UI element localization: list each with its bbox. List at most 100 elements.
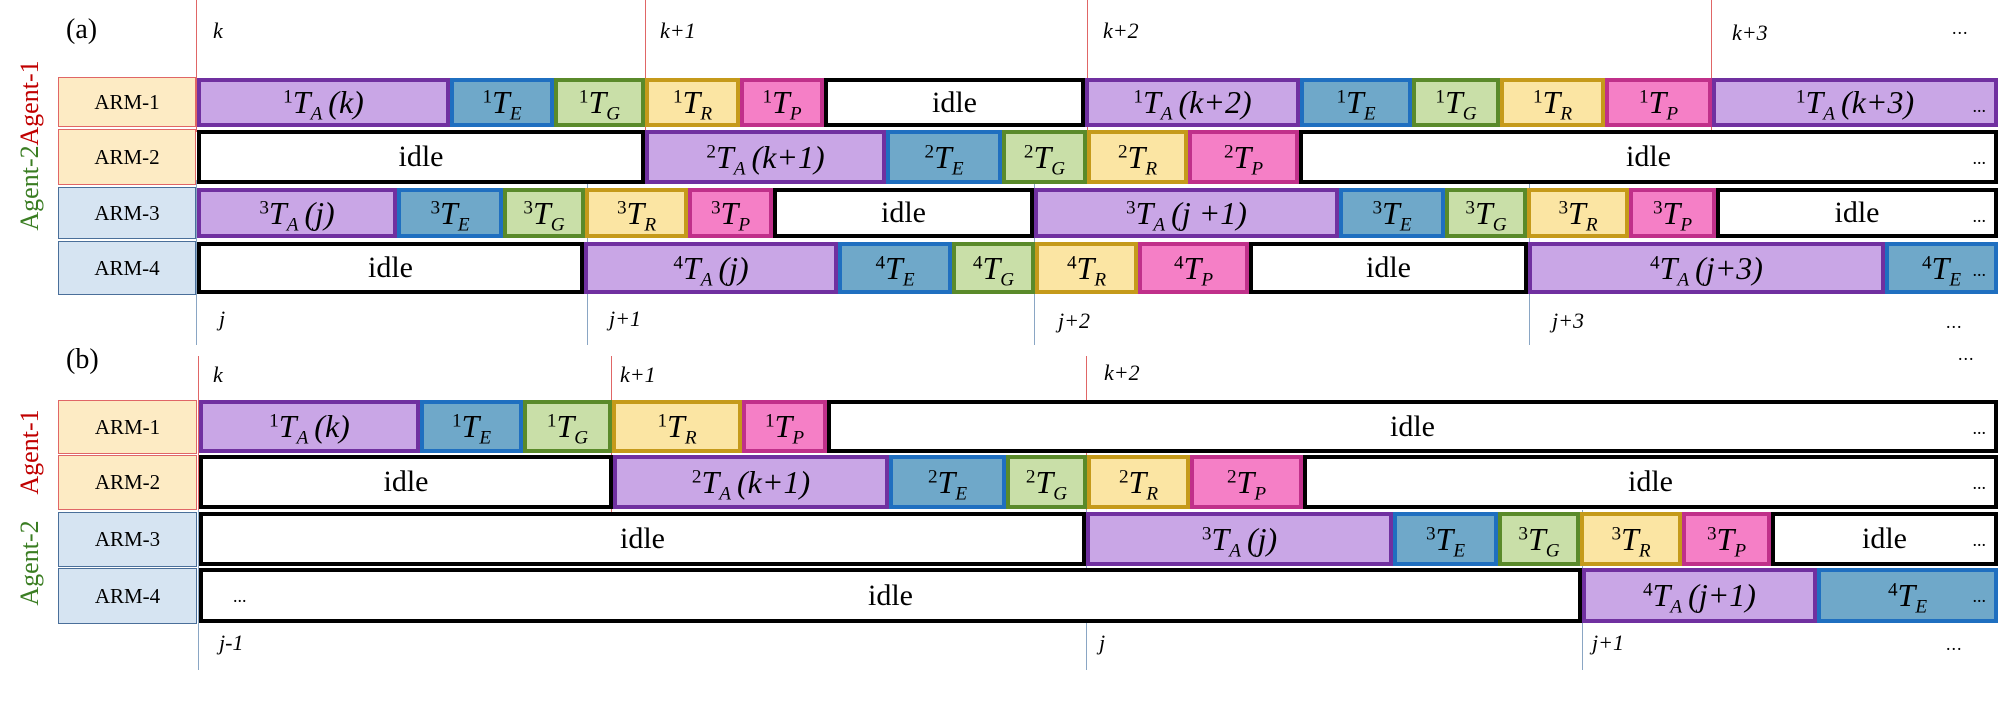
- time-marker-line: [198, 356, 199, 514]
- task-label: 1TR: [657, 408, 697, 449]
- idle-label: idle: [398, 140, 444, 173]
- idle-label: idle: [368, 251, 413, 284]
- task-block: 4TA(j+1): [1582, 568, 1817, 623]
- time-marker-line: [1087, 0, 1088, 132]
- idle-block: idle: [773, 188, 1034, 238]
- task-label: 1TE: [451, 408, 492, 449]
- idle-block: idle...: [1771, 512, 1998, 566]
- task-block: 3TP: [1629, 188, 1716, 238]
- idle-block: idle...: [1716, 188, 1998, 238]
- task-label: 1TR: [1532, 84, 1573, 125]
- task-block: 3TA(j): [1086, 512, 1393, 566]
- idle-block: idle: [197, 242, 584, 294]
- task-label: 3TR: [1611, 520, 1651, 562]
- time-marker-line: [1711, 0, 1712, 132]
- idle-label: idle: [1390, 409, 1435, 443]
- bottom-tick-label: ...: [1946, 312, 1963, 332]
- task-block: 3TA(j +1): [1034, 188, 1339, 238]
- task-label: 1TG: [578, 84, 621, 125]
- task-block: 2TA(k+1): [645, 130, 886, 184]
- task-label: 4TA(j+1): [1643, 577, 1756, 618]
- idle-block: idle: [824, 78, 1085, 127]
- task-label: 4TE: [1921, 249, 1962, 291]
- task-block: 1TR: [612, 400, 742, 453]
- task-block: 1TP: [1605, 78, 1712, 127]
- task-label: 1TA(k+2): [1133, 84, 1252, 125]
- continuation-dots: ...: [1972, 96, 1987, 116]
- task-label: 3TE: [1425, 520, 1466, 562]
- task-label: 1TA(k): [269, 408, 350, 449]
- top-tick-label: k+1: [660, 18, 696, 43]
- task-label: 2TG: [1023, 138, 1066, 180]
- task-label: 2TG: [1025, 463, 1068, 505]
- task-block: 4TE...: [1885, 242, 1998, 294]
- task-label: 1TR: [672, 84, 713, 125]
- agent-label: Agent-2: [15, 145, 44, 231]
- idle-block: idle...: [827, 400, 1998, 453]
- task-label: 4TE: [875, 249, 915, 291]
- task-block: 1TA(k+2): [1085, 78, 1300, 127]
- idle-label: idle: [383, 465, 429, 498]
- task-label: 4TR: [1066, 249, 1107, 291]
- task-block: 3TR: [585, 188, 688, 238]
- task-block: 3TR: [1527, 188, 1629, 238]
- task-block: 4TE: [838, 242, 952, 294]
- task-label: 1TA(k): [283, 84, 364, 125]
- task-block: 1TG: [1412, 78, 1500, 127]
- task-label: 4TE: [1887, 577, 1928, 618]
- task-label: 3TR: [616, 194, 657, 236]
- task-block: 3TE: [1393, 512, 1498, 566]
- task-block: 2TP: [1190, 455, 1303, 509]
- bottom-tick-label: j+3: [1552, 308, 1584, 333]
- arm-label: ARM-3: [58, 187, 196, 239]
- task-block: 1TE: [450, 78, 554, 127]
- task-label: 1TE: [482, 84, 522, 125]
- task-block: 4TR: [1035, 242, 1138, 294]
- idle-block: idle...: [1299, 130, 1998, 184]
- task-label: 2TP: [1226, 463, 1267, 505]
- task-label: 3TA(j): [259, 194, 335, 236]
- time-marker-line: [196, 0, 197, 132]
- task-block: 2TG: [1002, 130, 1087, 184]
- bottom-tick-label: ...: [1946, 634, 1963, 654]
- bottom-tick-label: j: [1099, 630, 1106, 655]
- idle-block: idle: [199, 512, 1086, 566]
- task-label: 3TE: [430, 194, 470, 236]
- task-label: 3TA(j +1): [1126, 194, 1247, 236]
- task-label: 3TE: [1372, 194, 1412, 236]
- task-label: 1TG: [1435, 84, 1477, 125]
- task-label: 1TP: [762, 84, 802, 125]
- task-block: 3TE: [1339, 188, 1445, 238]
- task-label: 2TE: [927, 463, 968, 505]
- task-block: 3TG: [503, 188, 585, 238]
- task-label: 2TA(k+1): [706, 138, 825, 180]
- task-block: 1TA(k): [197, 78, 450, 127]
- top-tick-label: k+3: [1732, 20, 1768, 45]
- task-block: 1TG: [554, 78, 645, 127]
- task-label: 1TA(k+3): [1795, 84, 1915, 125]
- task-block: 2TR: [1087, 130, 1188, 184]
- idle-label: idle: [1626, 140, 1671, 173]
- task-label: 2TP: [1223, 138, 1264, 180]
- top-tick-label: k+2: [1104, 360, 1140, 385]
- task-block: 3TG: [1498, 512, 1580, 566]
- task-block: 1TE: [420, 400, 523, 453]
- idle-label: idle: [1862, 522, 1907, 555]
- task-block: 4TE...: [1817, 568, 1998, 623]
- task-block: 1TA(k+3)...: [1712, 78, 1998, 127]
- task-label: 4TP: [1173, 249, 1214, 291]
- task-block: 3TE: [397, 188, 503, 238]
- continuation-dots: ...: [233, 586, 247, 606]
- task-block: 2TG: [1006, 455, 1087, 509]
- task-label: 1TP: [1638, 84, 1679, 125]
- arm-label: ARM-1: [58, 400, 197, 454]
- panel-label: (b): [66, 344, 99, 375]
- bottom-tick-label: j: [219, 306, 226, 331]
- task-block: 1TG: [523, 400, 612, 453]
- task-block: 1TR: [1500, 78, 1605, 127]
- task-label: 1TE: [1336, 84, 1376, 125]
- top-tick-label: k+1: [620, 362, 656, 387]
- top-tick-label: k: [213, 362, 223, 387]
- arm-label: ARM-4: [58, 568, 197, 624]
- continuation-dots: ...: [1972, 530, 1987, 550]
